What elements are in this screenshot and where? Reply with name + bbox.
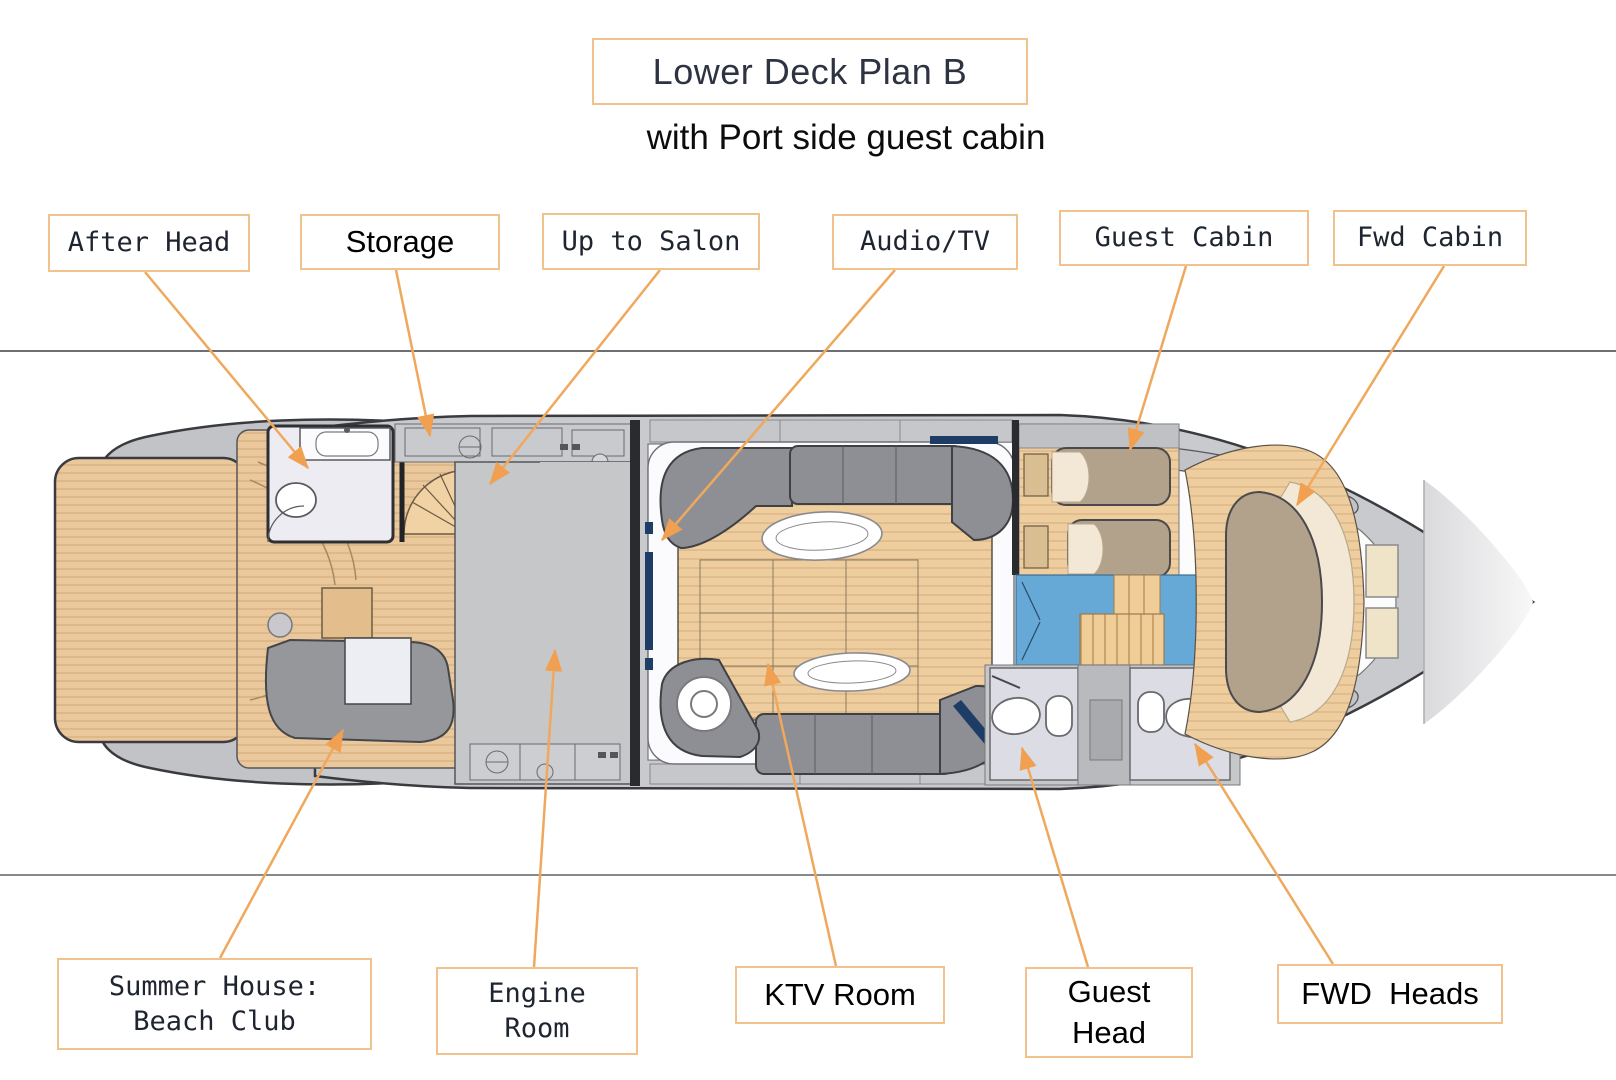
label-audio-tv: Audio/TV [832, 214, 1018, 270]
title-text: Lower Deck Plan B [652, 50, 968, 92]
leader-fwd-heads [1193, 742, 1335, 965]
label-audio-tv-text: Audio/TV [859, 226, 991, 258]
label-guest-cabin-text: Guest Cabin [1094, 222, 1274, 254]
label-fwd-heads: FWD Heads [1277, 964, 1503, 1024]
leader-guest-head [1019, 746, 1090, 968]
summer-house [236, 423, 634, 769]
leader-up-to-salon [489, 269, 661, 485]
leader-storage [394, 269, 435, 438]
label-guest-head-line2: Head [1071, 1014, 1147, 1050]
guest-cabin-area [1012, 420, 1180, 578]
page-title: Lower Deck Plan B [592, 38, 1028, 105]
leader-ktv-room [764, 662, 838, 967]
leader-engine-room [532, 648, 563, 968]
leader-lines [144, 265, 1446, 968]
page-subtitle: with Port side guest cabin [38, 118, 1616, 158]
leader-audio-tv [661, 269, 896, 541]
label-ktv-room-text: KTV Room [764, 976, 916, 1012]
fwd-bed [1225, 490, 1324, 714]
leader-summer-house [218, 728, 345, 959]
label-ktv-room: KTV Room [735, 966, 945, 1024]
label-engine-room-line1: Engine [488, 977, 586, 1009]
label-fwd-heads-text: FWD Heads [1301, 975, 1479, 1011]
label-up-to-salon-text: Up to Salon [561, 225, 741, 257]
label-fwd-cabin: Fwd Cabin [1333, 210, 1527, 266]
label-after-head-text: After Head [67, 227, 231, 259]
subtitle-text: with Port side guest cabin [646, 118, 1046, 157]
label-storage-text: Storage [345, 223, 455, 259]
label-after-head: After Head [48, 214, 250, 272]
label-engine-room-line2: Room [504, 1013, 570, 1044]
cabin-wall [1012, 420, 1019, 575]
label-guest-head-line1: Guest [1067, 974, 1151, 1010]
label-up-to-salon: Up to Salon [542, 213, 760, 270]
leader-after-head [144, 271, 309, 469]
label-storage: Storage [300, 214, 500, 270]
fwd-cabin-area [1184, 444, 1399, 760]
swim-platform [53, 456, 249, 744]
engine-room-area [454, 420, 640, 786]
label-summer-house-line1: Summer House: [108, 970, 321, 1002]
corridor-stairs [1015, 574, 1209, 666]
label-summer-house: Summer House: Beach Club [57, 958, 372, 1050]
ktv-room-area [645, 419, 1015, 785]
guest-beds [1051, 447, 1171, 578]
waterlines [0, 350, 1616, 876]
label-guest-cabin: Guest Cabin [1059, 210, 1309, 266]
leader-fwd-cabin [1295, 265, 1446, 507]
guest-head-room [989, 667, 1079, 781]
leader-guest-cabin [1127, 265, 1188, 452]
bow-tip [1424, 480, 1533, 724]
label-guest-head: Guest Head [1025, 967, 1193, 1058]
label-fwd-cabin-text: Fwd Cabin [1356, 222, 1504, 254]
label-summer-house-line2: Beach Club [133, 1006, 296, 1037]
bulkhead [630, 420, 640, 786]
label-engine-room: Engine Room [436, 967, 638, 1055]
